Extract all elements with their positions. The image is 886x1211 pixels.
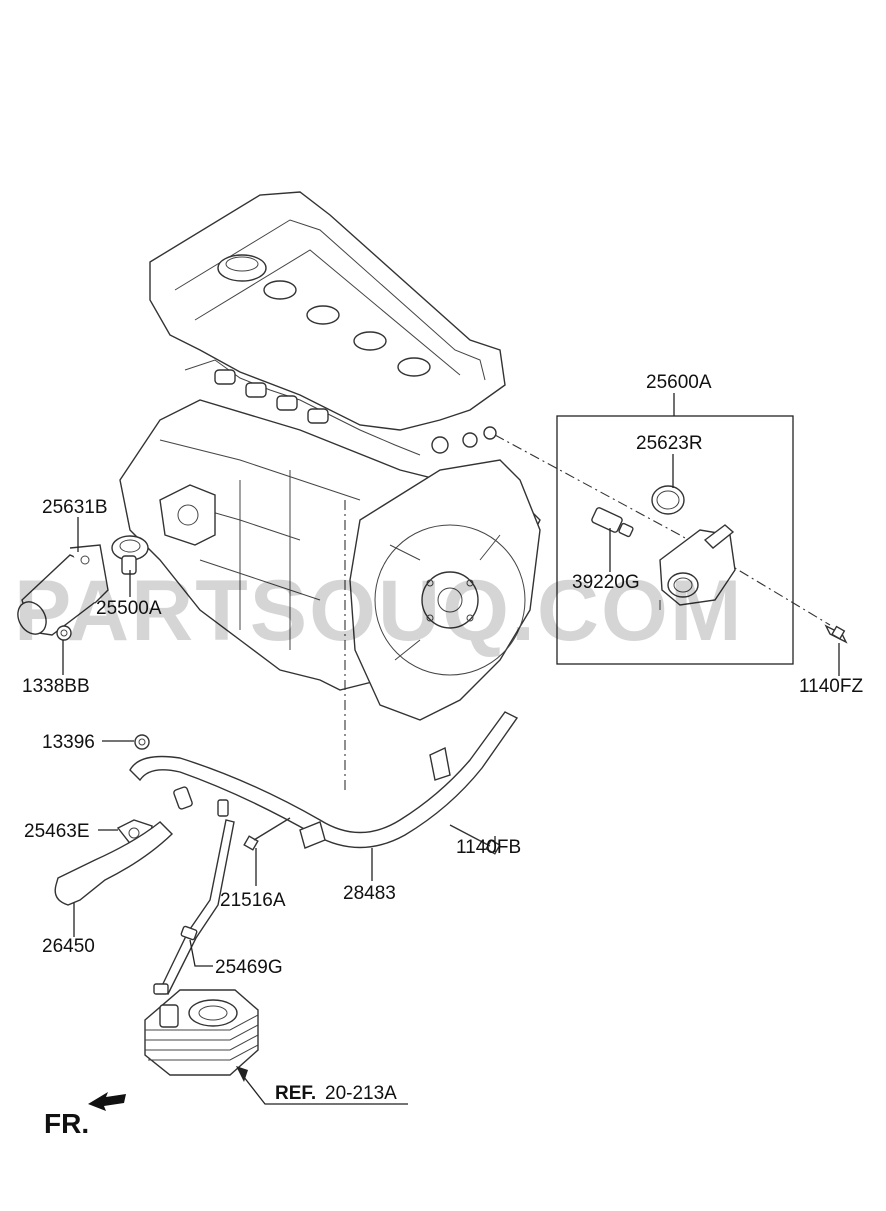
part-label-1338BB[interactable]: 1338BB <box>22 676 90 697</box>
part-label-25600A[interactable]: 25600A <box>646 372 712 393</box>
bolt-21516A-illustration <box>243 817 291 851</box>
part-labels: 25600A 25623R 39220G 1140FZ 25631B 25500… <box>22 372 863 978</box>
thermostat-illustration <box>111 535 149 575</box>
front-arrow-icon <box>88 1092 126 1111</box>
front-direction-label: FR. <box>44 1108 89 1139</box>
reference-code[interactable]: 20-213A <box>325 1083 397 1104</box>
part-label-26450[interactable]: 26450 <box>42 936 95 957</box>
reference-label: REF. 20-213A <box>275 1083 397 1104</box>
part-label-25623R[interactable]: 25623R <box>636 433 703 454</box>
oil-cooler-illustration <box>144 989 259 1076</box>
hose-26450-illustration <box>54 821 173 906</box>
engine-assembly-illustration <box>119 191 541 790</box>
part-label-25463E[interactable]: 25463E <box>24 821 90 842</box>
part-label-13396[interactable]: 13396 <box>42 732 95 753</box>
reference-prefix: REF. <box>275 1083 316 1104</box>
part-label-1140FZ[interactable]: 1140FZ <box>799 676 863 697</box>
hose-25469G-illustration <box>153 819 235 995</box>
part-label-39220G[interactable]: 39220G <box>572 572 640 593</box>
assembly-box-25600A <box>556 415 794 665</box>
leader-lines <box>62 393 840 1105</box>
part-label-21516A[interactable]: 21516A <box>220 890 286 911</box>
water-outlet-housing-illustration <box>659 524 736 610</box>
nut-1338BB-illustration <box>56 625 72 641</box>
water-inlet-fitting-illustration <box>17 544 109 636</box>
part-label-25631B[interactable]: 25631B <box>42 497 108 518</box>
part-label-25500A[interactable]: 25500A <box>96 598 162 619</box>
part-label-28483[interactable]: 28483 <box>343 883 396 904</box>
part-label-1140FB[interactable]: 1140FB <box>456 837 521 858</box>
nut-13396-illustration <box>134 734 150 750</box>
oring-25623R-illustration <box>651 485 685 515</box>
watermark-text: PARTSOUQ.COM <box>14 563 744 659</box>
front-direction-indicator: FR. <box>44 1092 126 1139</box>
part-label-25469G[interactable]: 25469G <box>215 957 283 978</box>
temperature-sensor-39220G-illustration <box>591 507 634 538</box>
bolt-1140FZ-illustration <box>824 624 848 644</box>
coolant-pipe-28483-illustration <box>129 711 519 849</box>
